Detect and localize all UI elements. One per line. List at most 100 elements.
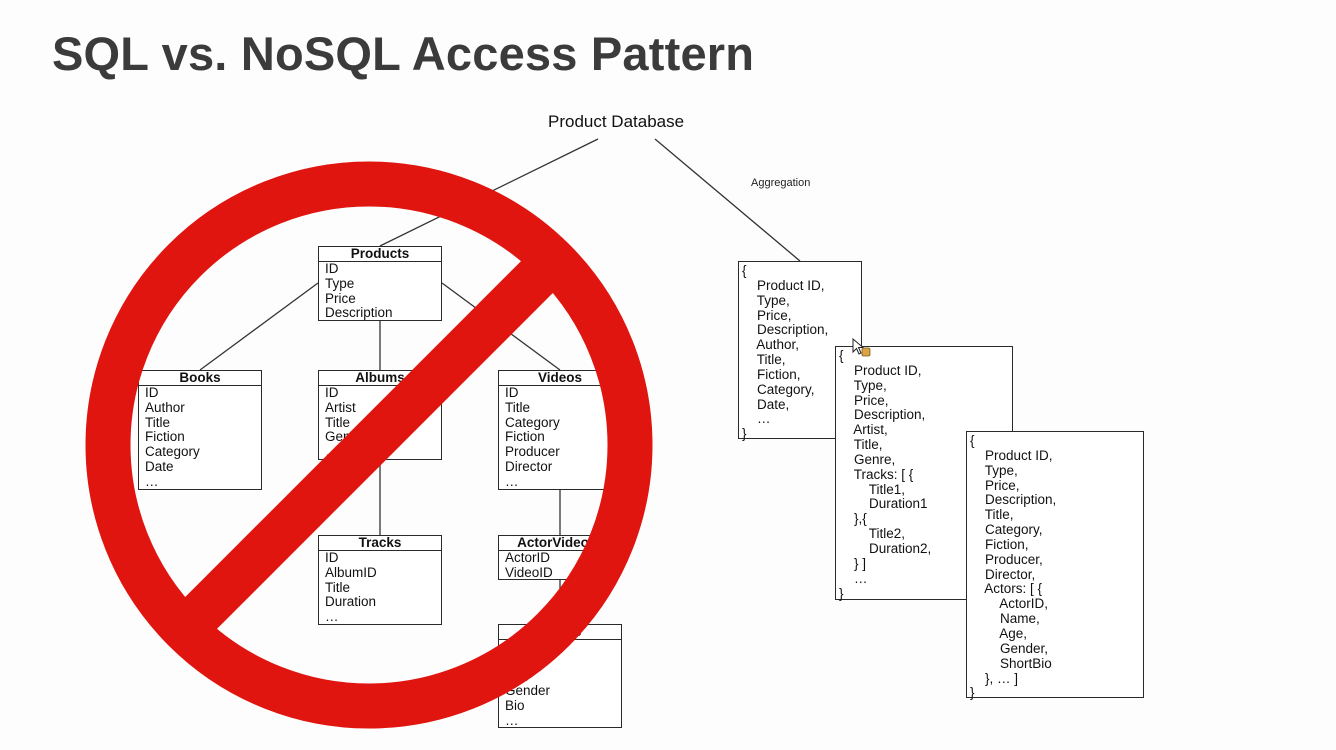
document-line: Genre,	[839, 451, 896, 467]
table-field: Fiction	[145, 429, 185, 445]
slide-title: SQL vs. NoSQL Access Pattern	[52, 27, 755, 80]
document-line: Product ID,	[839, 362, 922, 378]
document-line: Product ID,	[970, 447, 1053, 463]
product-database-label: Product Database	[548, 112, 685, 131]
line-products-to-videos	[441, 282, 561, 371]
table-field: Type	[325, 275, 355, 291]
document-line: }, … ]	[970, 670, 1019, 686]
table-field: Name	[505, 653, 542, 669]
table-field: ID	[325, 261, 339, 276]
document-line: ActorID,	[970, 596, 1049, 612]
table-field: ID	[505, 639, 519, 654]
table-field: …	[505, 473, 519, 489]
document-line: {	[970, 433, 975, 448]
document-line: Category,	[742, 381, 815, 397]
table-field: …	[505, 712, 519, 728]
mouse-cursor-icon	[852, 338, 871, 357]
table-products-header: Products	[319, 247, 441, 262]
table-books-header: Books	[139, 371, 261, 386]
table-field: Category	[505, 414, 560, 430]
table-tracks-header: Tracks	[319, 536, 441, 551]
table-field: Title	[145, 414, 171, 430]
table-albums-header: Albums	[319, 371, 441, 386]
document-line: }	[742, 426, 747, 442]
table-field: ID	[325, 385, 339, 400]
table-field: Title	[505, 399, 531, 415]
document-line: Title2,	[839, 526, 906, 542]
document-line: Title,	[742, 352, 786, 368]
document-line: ShortBio	[970, 655, 1052, 671]
line-root-to-aggregation	[654, 138, 801, 262]
table-field: Fiction	[505, 429, 545, 445]
document-video: { Product ID, Type, Price, Description, …	[966, 431, 1144, 701]
table-field: Category	[145, 444, 200, 460]
document-line: Author,	[742, 337, 800, 353]
table-field: …	[325, 444, 339, 460]
table-field: Title	[325, 414, 351, 430]
table-actorvideo-header: ActorVideo	[499, 536, 607, 551]
table-field: VideoID	[505, 564, 553, 580]
table-field: Producer	[505, 444, 560, 460]
document-line: Title,	[839, 437, 883, 453]
document-line: Title1,	[839, 481, 906, 497]
document-line: Duration2,	[839, 540, 932, 556]
document-line: Gender,	[970, 640, 1049, 656]
document-line: Duration1	[839, 496, 928, 512]
document-line: Artist,	[839, 422, 888, 438]
document-line: Fiction,	[742, 366, 801, 382]
document-line: Type,	[742, 292, 790, 308]
table-videos-header: Videos	[499, 371, 621, 386]
table-field: ActorID	[505, 550, 551, 565]
document-line: {	[742, 263, 747, 278]
document-line: Tracks: [ {	[839, 466, 914, 482]
table-field: Description	[325, 305, 393, 321]
document-line: Description,	[742, 322, 829, 338]
document-line: Fiction,	[970, 536, 1029, 552]
document-line: Director,	[970, 566, 1036, 582]
document-line: Age,	[970, 625, 1028, 641]
document-line: {	[839, 348, 844, 363]
document-line: Producer,	[970, 551, 1043, 567]
table-field: Duration	[325, 594, 377, 610]
document-line: …	[742, 411, 771, 427]
document-line: }	[970, 685, 975, 701]
table-field: Author	[145, 399, 185, 415]
document-line: } ]	[839, 555, 867, 571]
document-line: Description,	[970, 492, 1057, 508]
table-field: ID	[325, 550, 339, 565]
table-field: …	[145, 473, 159, 489]
table-field: Director	[505, 458, 553, 474]
document-line: Title,	[970, 507, 1014, 523]
document-line: Date,	[742, 396, 790, 412]
table-actors-header: Actors	[499, 625, 621, 640]
table-field: ID	[505, 385, 519, 400]
document-line: Actors: [ {	[970, 581, 1043, 597]
document-line: Category,	[970, 522, 1043, 538]
document-line: Name,	[970, 611, 1040, 627]
document-line: },{	[839, 511, 867, 527]
table-field: Bio	[505, 698, 525, 714]
document-line: Price,	[742, 307, 792, 323]
document-line: }	[839, 585, 844, 601]
document-line: Price,	[970, 477, 1020, 493]
line-root-to-products	[379, 138, 599, 247]
table-field: Date	[145, 458, 174, 474]
document-line: Type,	[970, 462, 1018, 478]
table-field: Price	[325, 290, 356, 306]
document-line: Type,	[839, 377, 887, 393]
table-field: Gender	[505, 683, 551, 699]
